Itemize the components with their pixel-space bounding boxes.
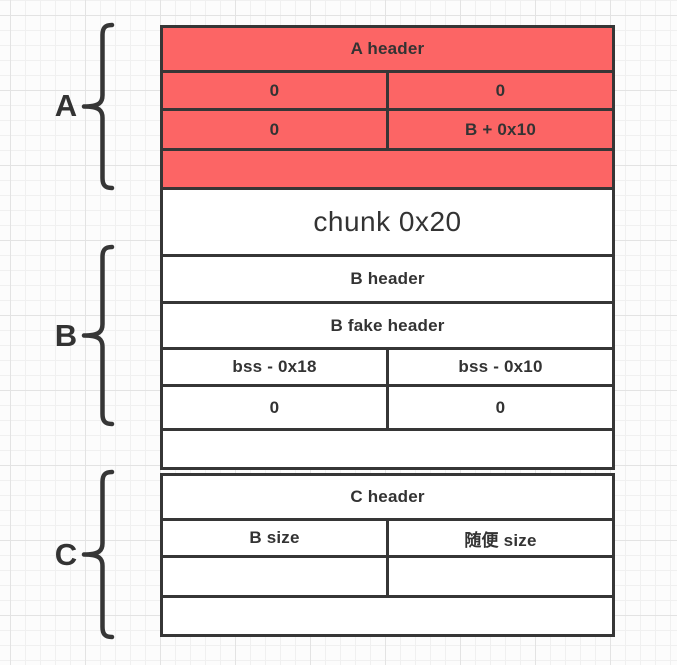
- section-b-row3: bss - 0x18 bss - 0x10: [160, 347, 615, 387]
- brace-c-label: C: [54, 537, 78, 572]
- brace-c-curly: [81, 469, 115, 640]
- b-row3-right-cell: bss - 0x10: [386, 350, 612, 384]
- c-header-cell: C header: [350, 487, 425, 506]
- section-b-header-row: B header: [160, 254, 615, 304]
- b-row3-left-cell: bss - 0x18: [232, 357, 317, 376]
- section-a-row2: 0 0: [160, 70, 615, 111]
- brace-a-curly: [81, 22, 115, 191]
- section-a-row3: 0 B + 0x10: [160, 108, 615, 151]
- c-row2-right-cell: 随便 size: [386, 521, 612, 555]
- brace-b-label: B: [54, 318, 78, 353]
- brace-a-label: A: [54, 88, 78, 123]
- section-c-row3-empty: [160, 555, 615, 598]
- c-row3-right-empty-cell: [386, 558, 612, 595]
- c-row4-empty-cell: [163, 598, 612, 634]
- section-a-row4-empty: [160, 148, 615, 190]
- b-row4-right-cell: 0: [386, 387, 612, 428]
- chunk-label-cell: chunk 0x20: [313, 206, 462, 237]
- a-row3-left-cell: 0: [269, 119, 280, 139]
- b-fake-header-cell: B fake header: [330, 315, 445, 335]
- chunk-0x20-row: chunk 0x20: [160, 187, 615, 257]
- b-row4-left-cell: 0: [269, 397, 280, 417]
- a-row4-empty-cell: [163, 151, 612, 187]
- spacer-row: [160, 428, 615, 470]
- a-header-cell: A header: [350, 39, 425, 58]
- section-a-header-row: A header: [160, 25, 615, 73]
- section-c-row2: B size 随便 size: [160, 518, 615, 558]
- section-c-header-row: C header: [160, 473, 615, 521]
- section-b-fake-header-row: B fake header: [160, 301, 615, 350]
- a-row2-left-cell: 0: [269, 80, 280, 100]
- section-b-row4: 0 0: [160, 384, 615, 431]
- c-row3-left-empty-cell: [163, 558, 386, 595]
- a-row2-right-cell: 0: [386, 73, 612, 108]
- section-c-row4-empty: [160, 595, 615, 637]
- b-header-cell: B header: [350, 269, 425, 288]
- c-row2-left-cell: B size: [249, 528, 300, 547]
- spacer-cell: [163, 431, 612, 467]
- brace-b-curly: [81, 244, 115, 427]
- a-row3-right-cell: B + 0x10: [386, 111, 612, 148]
